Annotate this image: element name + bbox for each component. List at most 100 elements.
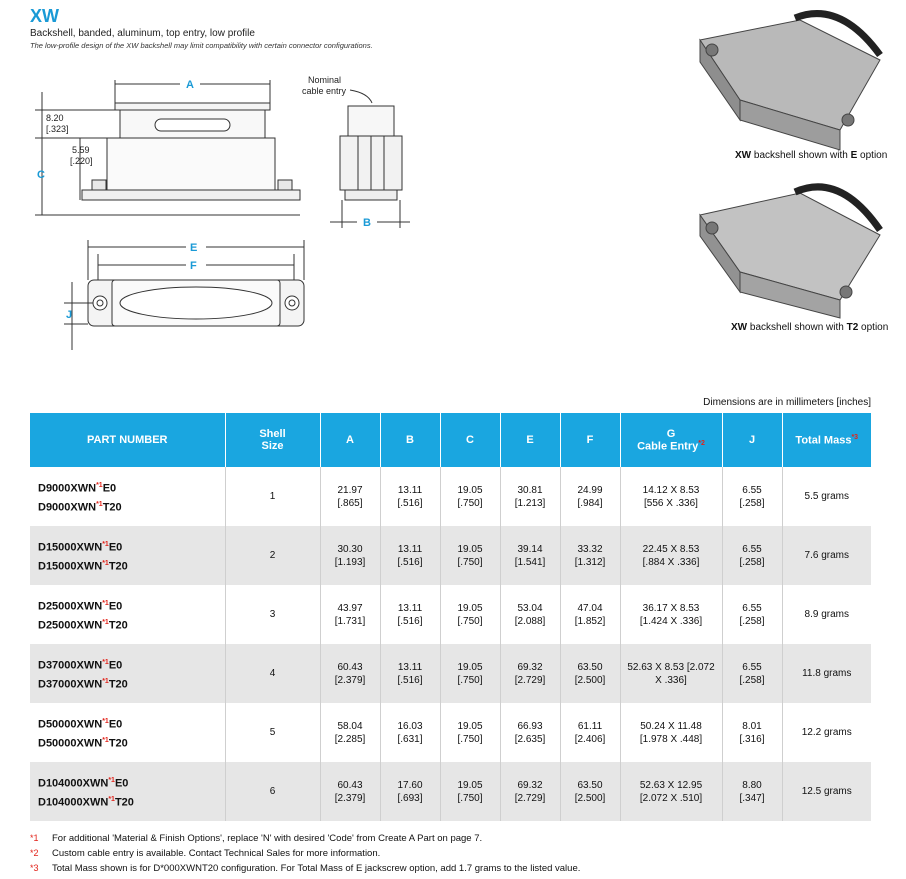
cell-c: 19.05[.750] bbox=[439, 703, 500, 762]
footnote-text: For additional 'Material & Finish Option… bbox=[52, 833, 483, 844]
cell-b: 13.11[.516] bbox=[379, 644, 440, 703]
cell-c: 19.05[.750] bbox=[439, 585, 500, 644]
footnotes: *1 For additional 'Material & Finish Opti… bbox=[30, 833, 580, 878]
photo-e-caption: XW backshell shown with E option bbox=[735, 150, 888, 161]
dim-f-label: F bbox=[190, 260, 197, 272]
footnote: *3 Total Mass shown is for D*000XWNT20 co… bbox=[30, 863, 580, 878]
dim-820-in: [.323] bbox=[46, 124, 69, 134]
footnote: *1 For additional 'Material & Finish Opti… bbox=[30, 833, 580, 848]
col-c: C bbox=[439, 413, 500, 467]
dim-e-label: E bbox=[190, 242, 197, 254]
col-a: A bbox=[319, 413, 380, 467]
shell-size-cell: 6 bbox=[224, 762, 320, 821]
total-mass-cell: 12.2 grams bbox=[781, 703, 871, 762]
cell-g: 36.17 X 8.53[1.424 X .336] bbox=[619, 585, 722, 644]
cell-e: 30.81[1.213] bbox=[499, 467, 560, 526]
cell-f: 24.99[.984] bbox=[559, 467, 620, 526]
dim-c-label: C bbox=[37, 169, 45, 181]
cell-f: 63.50[2.500] bbox=[559, 644, 620, 703]
cell-c: 19.05[.750] bbox=[439, 644, 500, 703]
dim-a-label: A bbox=[186, 79, 194, 91]
cell-g: 52.63 X 12.95[2.072 X .510] bbox=[619, 762, 722, 821]
footnote-text: Custom cable entry is available. Contact… bbox=[52, 848, 381, 859]
cell-a: 21.97[.865] bbox=[319, 467, 380, 526]
cell-j: 8.01[.316] bbox=[721, 703, 782, 762]
cell-b: 16.03[.631] bbox=[379, 703, 440, 762]
cell-a: 58.04[2.285] bbox=[319, 703, 380, 762]
col-e: E bbox=[499, 413, 560, 467]
total-mass-cell: 11.8 grams bbox=[781, 644, 871, 703]
cell-f: 61.11[2.406] bbox=[559, 703, 620, 762]
shell-size-cell: 4 bbox=[224, 644, 320, 703]
total-mass-cell: 5.5 grams bbox=[781, 467, 871, 526]
shell-size-cell: 3 bbox=[224, 585, 320, 644]
nominal-label-1: Nominal bbox=[308, 75, 341, 85]
col-b: B bbox=[379, 413, 440, 467]
cell-j: 6.55[.258] bbox=[721, 467, 782, 526]
cell-j: 6.55[.258] bbox=[721, 644, 782, 703]
footnote-mark: *2 bbox=[30, 848, 39, 858]
shell-size-cell: 1 bbox=[224, 467, 320, 526]
total-mass-cell: 7.6 grams bbox=[781, 526, 871, 585]
cell-c: 19.05[.750] bbox=[439, 526, 500, 585]
cell-j: 6.55[.258] bbox=[721, 526, 782, 585]
cell-f: 63.50[2.500] bbox=[559, 762, 620, 821]
cell-e: 69.32[2.729] bbox=[499, 644, 560, 703]
dimensions-note: Dimensions are in millimeters [inches] bbox=[703, 397, 871, 408]
cell-e: 53.04[2.088] bbox=[499, 585, 560, 644]
nominal-label-2: cable entry bbox=[302, 86, 347, 96]
cell-a: 30.30[1.193] bbox=[319, 526, 380, 585]
photo-t2-caption: XW backshell shown with T2 option bbox=[731, 322, 889, 333]
footnote-mark: *1 bbox=[30, 833, 39, 843]
cell-b: 13.11[.516] bbox=[379, 467, 440, 526]
dim-559-in: [.220] bbox=[70, 156, 93, 166]
footnote-mark: *3 bbox=[30, 863, 39, 873]
photo-e-option bbox=[699, 10, 883, 151]
total-mass-cell: 12.5 grams bbox=[781, 762, 871, 821]
cell-e: 39.14[1.541] bbox=[499, 526, 560, 585]
cell-c: 19.05[.750] bbox=[439, 467, 500, 526]
col-j: J bbox=[721, 413, 782, 467]
technical-drawing: A 8.20 [.323] 5.59 [.220] C Nominal cabl… bbox=[35, 10, 883, 350]
shell-size-cell: 5 bbox=[224, 703, 320, 762]
cell-f: 47.04[1.852] bbox=[559, 585, 620, 644]
col-f: F bbox=[559, 413, 620, 467]
shell-size-cell: 2 bbox=[224, 526, 320, 585]
total-mass-cell: 8.9 grams bbox=[781, 585, 871, 644]
dim-820-mm: 8.20 bbox=[46, 113, 64, 123]
dim-j-label: J bbox=[66, 309, 72, 321]
cell-f: 33.32[1.312] bbox=[559, 526, 620, 585]
cell-b: 13.11[.516] bbox=[379, 585, 440, 644]
photo-t2-option bbox=[699, 183, 883, 319]
cell-e: 69.32[2.729] bbox=[499, 762, 560, 821]
col-part-number: PART NUMBER bbox=[30, 413, 225, 467]
cell-b: 17.60[.693] bbox=[379, 762, 440, 821]
cell-c: 19.05[.750] bbox=[439, 762, 500, 821]
cell-a: 60.43[2.379] bbox=[319, 644, 380, 703]
page-subtitle: Backshell, banded, aluminum, top entry, … bbox=[30, 28, 255, 39]
cell-a: 60.43[2.379] bbox=[319, 762, 380, 821]
dim-559-mm: 5.59 bbox=[72, 145, 90, 155]
dim-b-label: B bbox=[363, 217, 371, 229]
cell-g: 50.24 X 11.48[1.978 X .448] bbox=[619, 703, 722, 762]
compatibility-note: The low-profile design of the XW backshe… bbox=[30, 41, 373, 50]
footnote-text: Total Mass shown is for D*000XWNT20 conf… bbox=[52, 863, 581, 874]
footnote: *2 Custom cable entry is available. Conta… bbox=[30, 848, 580, 863]
cell-j: 8.80[.347] bbox=[721, 762, 782, 821]
col-total-mass: Total Mass*3 bbox=[781, 413, 871, 467]
cell-e: 66.93[2.635] bbox=[499, 703, 560, 762]
